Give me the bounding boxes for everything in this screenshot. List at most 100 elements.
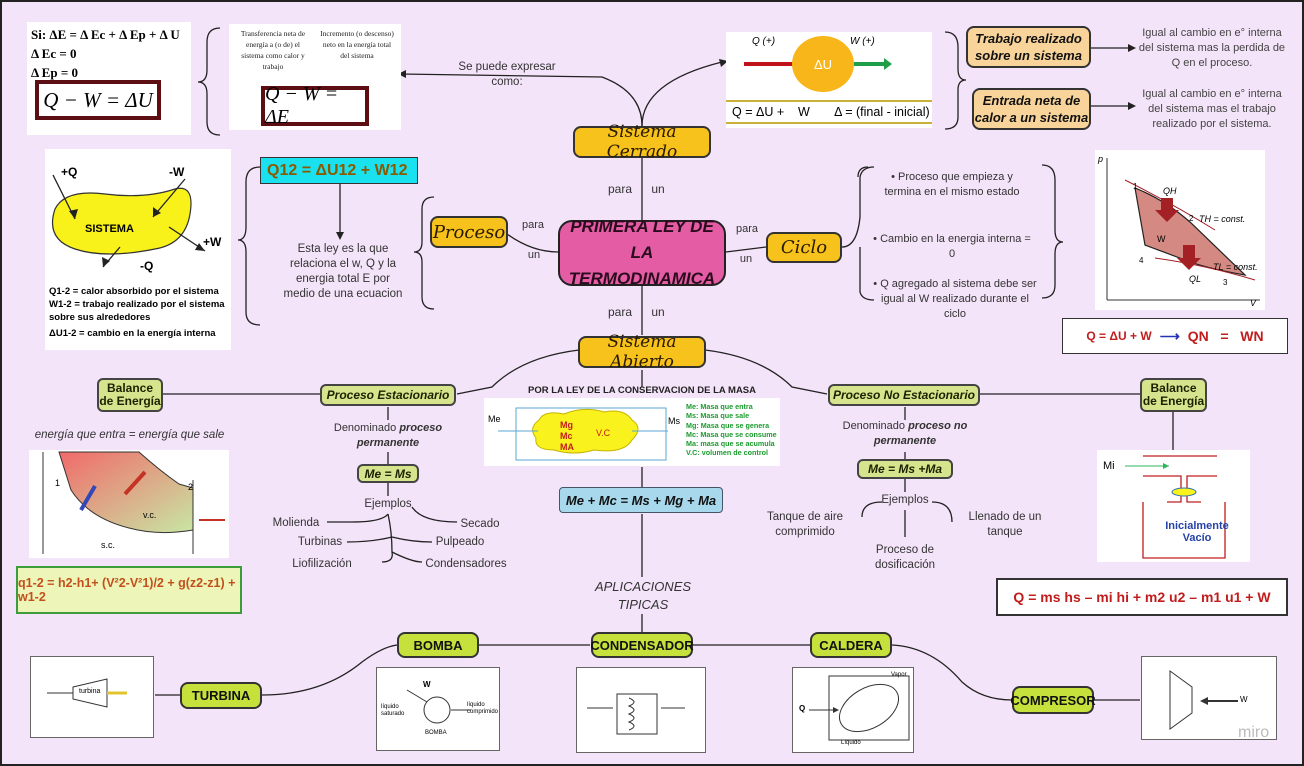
du-formula: Q = ΔU + W Δ = (final - inicial) <box>726 100 932 124</box>
turbina-svg <box>47 678 127 708</box>
me-ms-ma-node[interactable]: Me = Ms +Ma <box>857 459 953 479</box>
sistema-abierto-label: Sistema Abierto <box>607 332 677 372</box>
balance-left-node[interactable]: Balance de Energía <box>97 378 163 412</box>
center-line-2: TERMODINAMICA <box>568 269 716 288</box>
condensador-node[interactable]: CONDENSADOR <box>590 632 694 658</box>
green-arrow-head <box>884 58 892 70</box>
pv-n1: 1 <box>1133 182 1138 191</box>
si-line-3: Δ Ep = 0 <box>31 65 78 80</box>
aplicaciones-label: APLICACIONES TIPICAS <box>594 579 692 612</box>
balance-right-node[interactable]: Balance de Energía <box>1140 378 1207 412</box>
ex-llenado: Llenado de un tanque <box>968 511 1042 538</box>
compresor-label: COMPRESOR <box>1010 692 1096 708</box>
pv-v: V <box>1250 298 1257 308</box>
ciclo-bullet-2-text: Cambio en la energia interna = 0 <box>880 233 1031 260</box>
plus-q: +Q <box>61 165 78 179</box>
ejemplos-left: Ejemplos <box>364 498 412 510</box>
proceso-node[interactable]: Proceso <box>430 216 508 248</box>
q-w-u-equation: Q − W = ΔU <box>35 80 161 120</box>
proceso-no-estacionario-node[interactable]: Proceso No Estacionario <box>828 384 980 406</box>
tank-svg <box>1125 455 1226 559</box>
bomba-w: W <box>423 680 431 689</box>
delta-e-card: Si: ΔE = Δ Ec + Δ Ep + Δ U Δ Ec = 0 Δ Ep… <box>27 22 191 135</box>
trabajo-node[interactable]: Trabajo realizado sobre un sistema <box>966 26 1091 68</box>
se-puede-expresar: Se puede expresar como: <box>458 61 556 88</box>
sistema-cerrado-node[interactable]: Sistema Cerrado <box>573 122 711 162</box>
caldera-liquido: Líquido <box>841 740 861 746</box>
bomba-figure: W líquido saturado líquido comprimido BO… <box>376 667 500 751</box>
me-mc-total-node[interactable]: Me + Mc = Ms + Mg + Ma <box>559 487 723 513</box>
entrada-label: Entrada neta de calor a un sistema <box>974 93 1089 125</box>
condensador-figure <box>576 667 706 753</box>
si-line-1: Si: ΔE = Δ Ec + Δ Ep + Δ U <box>31 27 180 42</box>
sistema-abierto-node[interactable]: Sistema Abierto <box>578 332 706 372</box>
bomba-fig-text: BOMBA <box>425 730 447 736</box>
q12-h-equation: q1-2 = h2-h1+ (V²2-V²1)/2 + g(z2-z1) + w… <box>16 566 242 614</box>
para-right: para <box>735 223 759 235</box>
pv-n3: 3 <box>1223 278 1228 287</box>
caldera-node[interactable]: CALDERA <box>810 632 892 658</box>
ciclo-node[interactable]: Ciclo <box>766 232 842 263</box>
balance-right-label: Balance de Energía <box>1142 381 1205 408</box>
pv-th: TH = const. <box>1199 214 1246 224</box>
ciclo-bullet-3: • Q agregado al sistema debe ser igual a… <box>873 278 1037 320</box>
ex-dosificacion: Proceso de dosificación <box>874 544 936 571</box>
volume-control-figure: 1 2 v.c. s.c. <box>29 450 229 558</box>
denominado-no-pre: Denominado <box>842 420 909 432</box>
turbina-figure: turbina <box>30 656 154 738</box>
me-mc-total-label: Me + Mc = Ms + Mg + Ma <box>565 492 717 508</box>
sistema-legend-3: ΔU1-2 = cambio en la energía interna <box>49 328 216 339</box>
denominado-est-em: proceso permanente <box>356 422 443 449</box>
compresor-w: W <box>1240 695 1248 704</box>
volume-control-svg <box>42 451 225 554</box>
pv-ql: QL <box>1189 274 1202 284</box>
compresor-figure: W <box>1141 656 1277 740</box>
mass-ms: Ms <box>668 416 680 426</box>
plus-w: +W <box>203 235 222 249</box>
transfer-left-text: Transferencia neta de energía a (o de) e… <box>240 29 306 71</box>
mass-legend-item: V.C: volumen de control <box>686 448 769 458</box>
qn-wn-text: QN = WN <box>1187 328 1264 344</box>
vc-label-1: 1 <box>55 478 61 488</box>
proceso-estacionario-node[interactable]: Proceso Estacionario <box>320 384 456 406</box>
pv-n2: 2 <box>1189 214 1194 223</box>
proceso-estacionario-label: Proceso Estacionario <box>326 388 450 402</box>
compresor-svg <box>1169 670 1238 730</box>
entrada-desc: Igual al cambio en e° interna del sistem… <box>1142 88 1282 130</box>
turbina-node[interactable]: TURBINA <box>180 682 262 709</box>
ciclo-bullet-1: • Proceso que empieza y termina en el mi… <box>884 171 1020 198</box>
caldera-svg <box>809 675 910 741</box>
mass-legend-item: Me: Masa que entra <box>686 402 753 411</box>
bomba-liq-comp: líquido comprimido <box>467 702 499 715</box>
q-w-u-text: Q − W = ΔU <box>43 87 153 112</box>
sistema-cerrado-label: Sistema Cerrado <box>606 122 678 162</box>
mass-mc: Mc <box>560 431 573 441</box>
mass-vc: V.C <box>596 428 611 438</box>
un-top: un <box>651 182 665 196</box>
transfer-right-text: Incremento (o descenso) neto en la energ… <box>320 29 394 60</box>
vc-label: v.c. <box>143 510 157 520</box>
mass-mg: Mg <box>560 420 573 430</box>
q-ms-hs-text: Q = ms hs – mi hi + m2 u2 – m1 u1 + W <box>1013 589 1271 605</box>
me-ms-node[interactable]: Me = Ms <box>357 464 419 483</box>
pv-n4: 4 <box>1139 256 1144 265</box>
un-right: un <box>739 253 753 265</box>
compresor-node[interactable]: COMPRESOR <box>1010 686 1096 714</box>
por-la-ley: POR LA LEY DE LA CONSERVACION DE LA MASA <box>527 385 757 396</box>
ex-turbinas: Turbinas <box>297 536 343 548</box>
caldera-vapor: Vapor <box>891 672 907 678</box>
caldera-q: Q <box>799 704 806 713</box>
bomba-node[interactable]: BOMBA <box>397 632 479 658</box>
sistema-blob-svg <box>51 174 206 268</box>
energia-entra: energía que entra = energía que sale <box>34 429 225 441</box>
sistema-legend-1: Q1-2 = calor absorbido por el sistema <box>49 286 219 297</box>
delta-u-circle: ΔU <box>792 36 854 92</box>
minus-q: -Q <box>140 259 154 273</box>
trabajo-label: Trabajo realizado sobre un sistema <box>975 31 1082 63</box>
entrada-node[interactable]: Entrada neta de calor a un sistema <box>972 88 1091 130</box>
turbina-fig-text: turbina <box>79 688 101 695</box>
center-node[interactable]: PRIMERA LEY DE LA TERMODINAMICA <box>558 217 726 288</box>
ex-liofilizacion: Liofilización <box>292 558 352 570</box>
bomba-liq-sat: líquido saturado <box>381 704 405 717</box>
